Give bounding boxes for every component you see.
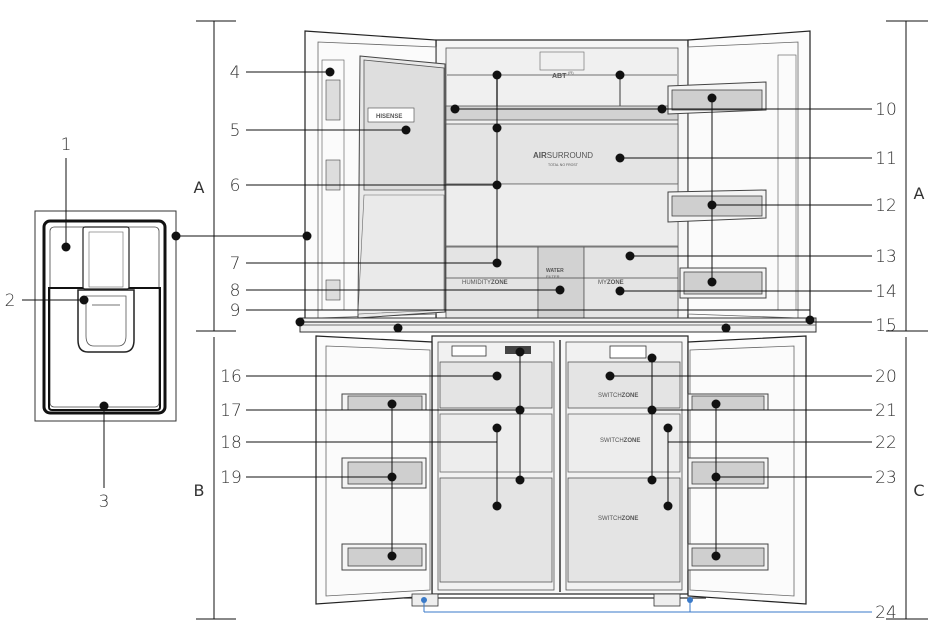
callout-numbers: 1 2 3 4 5 6 7 8 9 10 11 12 13 14 15 16 1…: [5, 63, 897, 623]
section-c: C: [913, 481, 924, 500]
total-no-frost-text: TOTAL NO FROST: [548, 163, 579, 167]
water-filter-logo-top: WATER: [546, 268, 564, 274]
callout-13: 13: [875, 247, 897, 267]
section-a-right: A: [914, 184, 925, 203]
switch-zone-logo-3: SWITCHZONE: [598, 516, 638, 522]
section-b: B: [194, 481, 205, 500]
callout-22: 22: [875, 433, 897, 453]
abt-label: ABT: [552, 73, 567, 80]
callout-20: 20: [875, 367, 897, 387]
callout-21: 21: [875, 401, 897, 421]
callout-9: 9: [230, 301, 241, 321]
callout-24: 24: [875, 603, 897, 623]
callout-3: 3: [99, 492, 110, 512]
printed-labels: ABT (R) HISENSE AIRSURROUND TOTAL NO FRO…: [376, 70, 640, 522]
callout-10: 10: [875, 100, 897, 120]
section-a-left: A: [194, 178, 205, 197]
callout-15: 15: [875, 316, 897, 336]
callout-8: 8: [230, 281, 241, 301]
section-brackets: [196, 20, 928, 620]
callout-5: 5: [230, 121, 241, 141]
callout-11: 11: [875, 149, 897, 169]
switch-zone-logo-2: SWITCHZONE: [600, 438, 640, 444]
callout-18: 18: [220, 433, 242, 453]
abt-superscript: (R): [568, 70, 574, 75]
switch-zone-logo-1: SWITCHZONE: [598, 393, 638, 399]
section-letters: A B A C: [194, 178, 925, 500]
callout-4: 4: [230, 63, 241, 83]
callout-16: 16: [220, 367, 242, 387]
humidity-zone-logo: HUMIDITYZONE: [462, 280, 508, 286]
callout-1: 1: [61, 135, 72, 155]
callout-leaders: [22, 67, 872, 613]
callout-19: 19: [220, 468, 242, 488]
callout-7: 7: [230, 254, 241, 274]
callout-2: 2: [5, 291, 16, 311]
water-filter-logo-bottom: FILTER: [546, 274, 560, 279]
dispenser-inset: [34, 210, 177, 422]
callout-14: 14: [875, 282, 897, 302]
callout-23: 23: [875, 468, 897, 488]
brand-logo-text: HISENSE: [376, 114, 402, 120]
refrigerator-body: [299, 30, 817, 607]
callout-12: 12: [875, 196, 897, 216]
airsurround-logo: AIRSURROUND: [533, 151, 593, 160]
callout-17: 17: [220, 401, 242, 421]
callout-6: 6: [230, 176, 241, 196]
my-zone-logo: MYZONE: [598, 280, 624, 286]
